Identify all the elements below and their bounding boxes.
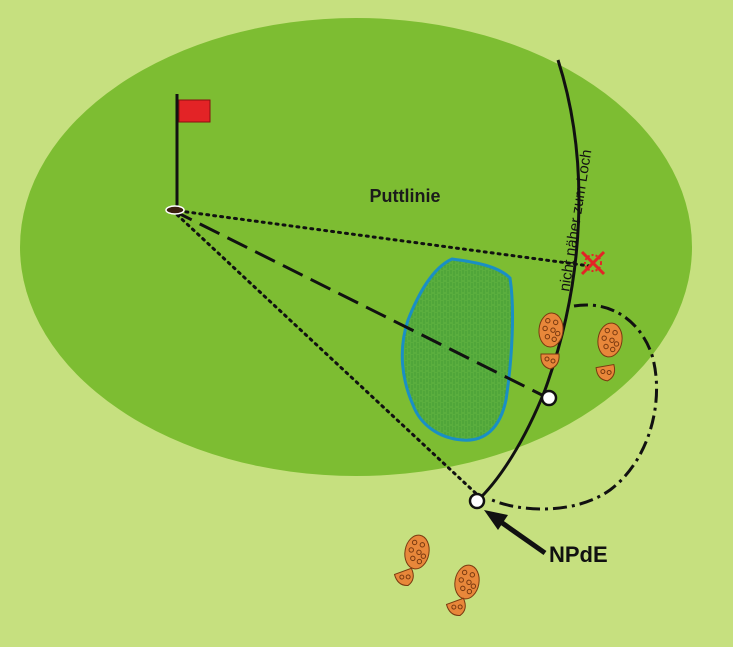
dotted-line-to-x bbox=[170, 208, 592, 268]
dashed-line-to-ball bbox=[171, 208, 549, 400]
equidistant-arc bbox=[474, 59, 581, 504]
flag-icon bbox=[175, 94, 211, 210]
dash-dot-path bbox=[491, 303, 659, 511]
ball-position-icon bbox=[540, 389, 558, 407]
penalty-area bbox=[400, 257, 515, 442]
arrow-icon bbox=[484, 510, 547, 556]
putting-green bbox=[20, 18, 692, 476]
npde-label: NPdE bbox=[549, 542, 608, 567]
hole-icon bbox=[165, 205, 185, 215]
dotted-line-to-npde bbox=[170, 208, 485, 502]
cross-mark-icon bbox=[580, 250, 606, 276]
green-label: Puttlinie bbox=[370, 186, 441, 206]
ball-position-icon bbox=[468, 492, 486, 510]
